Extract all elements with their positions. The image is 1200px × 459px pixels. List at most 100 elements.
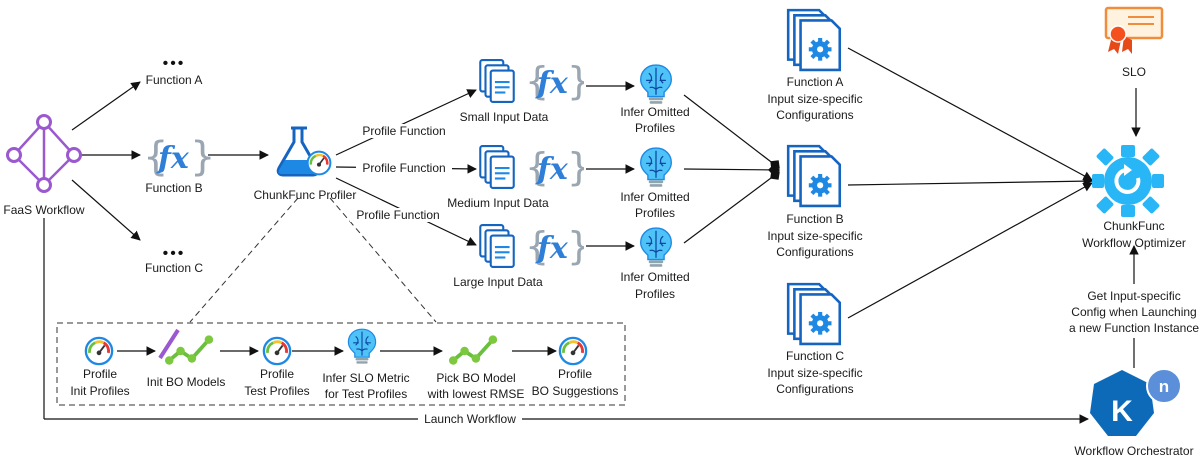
pipeline-step-1-line-2: Init Profiles: [70, 384, 129, 398]
slo-label: SLO: [1122, 65, 1146, 79]
profiler-detail-box: [56, 322, 626, 406]
edge-label-profile-small: Profile Function: [362, 124, 445, 138]
config-b-line-3: Configurations: [776, 245, 853, 259]
brain-icon: [640, 227, 672, 268]
infer-small-line-1: Infer Omitted: [620, 105, 689, 119]
workflow-graph-icon: [6, 114, 82, 193]
pen-chart-icon: [158, 328, 216, 367]
get-config-line-2: Config when Launching: [1071, 305, 1196, 319]
edge-workflow-function-c: [71, 179, 141, 241]
pipeline-step-4-line-1: Infer SLO Metric: [322, 371, 409, 385]
knative-k-letter: K: [1111, 395, 1133, 428]
edge-profiler-small: [335, 89, 477, 156]
input-large-label: Large Input Data: [453, 275, 543, 289]
function-b-node: { fx } Function B: [143, 134, 215, 195]
edge-labels: Profile Function Profile Function Profil…: [350, 124, 1200, 426]
brace-left-icon: {: [143, 134, 168, 180]
config-c-line-1: Function C: [786, 349, 844, 363]
config-a-line-3: Configurations: [776, 108, 853, 122]
slo-node: SLO: [1104, 6, 1164, 79]
config-c-line-3: Configurations: [776, 382, 853, 396]
input-medium-node: Medium Input Data Infer Omitted Profiles: [447, 145, 690, 220]
edge-config-a-optimizer: [847, 47, 1093, 181]
pipeline-step-5-line-2: with lowest RMSE: [427, 387, 525, 401]
brace-right-icon: }: [190, 134, 215, 180]
function-b-label: Function B: [145, 181, 202, 195]
edge-label-profile-medium: Profile Function: [362, 161, 445, 175]
edges: [43, 47, 1141, 424]
config-b-line-1: Function B: [786, 212, 843, 226]
infer-large-line-1: Infer Omitted: [620, 270, 689, 284]
fx-icon: [525, 145, 584, 189]
config-document-icon: [788, 10, 840, 70]
config-c-node: Function C Input size-specific Configura…: [767, 284, 863, 396]
config-b-node: Function B Input size-specific Configura…: [767, 146, 863, 259]
edge-config-c-optimizer: [847, 182, 1093, 319]
gauge-icon: [558, 336, 588, 366]
knative-n-letter: n: [1159, 377, 1169, 396]
dash-left: [189, 197, 299, 323]
infer-medium-line-1: Infer Omitted: [620, 190, 689, 204]
input-small-label: Small Input Data: [460, 110, 549, 124]
config-document-icon: [788, 146, 840, 206]
gauge-icon: [84, 336, 114, 366]
edge-label-launch-workflow: Launch Workflow: [424, 412, 516, 426]
dash-right: [329, 197, 437, 323]
optimizer-node: ChunkFunc Workflow Optimizer: [1082, 145, 1186, 250]
knative-icon: K n: [1090, 368, 1182, 436]
edge-infer-large-config: [683, 170, 780, 244]
infer-large-line-2: Profiles: [635, 287, 675, 301]
gear-icon: [1092, 145, 1164, 217]
gauge-icon: [262, 336, 292, 366]
faas-workflow-node: FaaS Workflow: [3, 114, 85, 217]
brain-icon: [640, 64, 672, 105]
profiler-pipeline: Profile Init Profiles Init BO Models Pro…: [70, 328, 619, 401]
config-a-line-1: Function A: [787, 75, 844, 89]
ellipsis-icon: •••: [163, 245, 186, 262]
edge-workflow-function-a: [71, 81, 141, 131]
certificate-icon: [1104, 6, 1164, 54]
function-c-node: ••• Function C: [145, 245, 203, 275]
function-a-node: ••• Function A: [146, 55, 203, 87]
pipeline-step-1-line-1: Profile: [83, 367, 117, 381]
fx-icon: [525, 59, 584, 103]
config-c-line-2: Input size-specific: [767, 366, 862, 380]
edge-label-profile-large: Profile Function: [356, 208, 439, 222]
optimizer-line-2: Workflow Optimizer: [1082, 236, 1186, 250]
pipeline-step-2-line-1: Init BO Models: [147, 375, 226, 389]
config-document-icon: [788, 284, 840, 344]
pipeline-step-6-line-2: BO Suggestions: [532, 384, 619, 398]
pipeline-step-5-line-1: Pick BO Model: [436, 371, 515, 385]
edge-infer-small-config: [683, 94, 780, 170]
input-small-node: Small Input Data Infer Omitted Profiles: [460, 59, 690, 135]
brain-icon: [347, 328, 377, 365]
line-chart-icon: [446, 334, 500, 367]
pipeline-step-4-line-2: for Test Profiles: [325, 387, 407, 401]
get-config-line-3: a new Function Instance: [1069, 321, 1199, 335]
get-config-line-1: Get Input-specific: [1087, 289, 1180, 303]
chunkfunc-profiler-node: ChunkFunc Profiler: [254, 126, 357, 202]
edge-infer-medium-config: [683, 163, 780, 176]
edge-config-b-optimizer: [847, 176, 1093, 186]
optimizer-line-1: ChunkFunc: [1103, 219, 1164, 233]
pipeline-step-3-line-2: Test Profiles: [244, 384, 309, 398]
pipeline-step-6-line-1: Profile: [558, 367, 592, 381]
faas-workflow-label: FaaS Workflow: [3, 203, 84, 217]
function-a-label: Function A: [146, 73, 203, 87]
profiler-label: ChunkFunc Profiler: [254, 188, 357, 202]
documents-icon: [479, 59, 515, 103]
infer-small-line-2: Profiles: [635, 121, 675, 135]
infer-medium-line-2: Profiles: [635, 206, 675, 220]
documents-icon: [479, 145, 515, 189]
gauge-icon: [306, 150, 332, 176]
brain-icon: [640, 147, 672, 188]
orchestrator-label: Workflow Orchestrator: [1074, 444, 1193, 458]
pipeline-step-3-line-1: Profile: [260, 367, 294, 381]
config-a-line-2: Input size-specific: [767, 92, 862, 106]
input-large-node: Large Input Data Infer Omitted Profiles: [453, 224, 690, 301]
config-a-node: Function A Input size-specific Configura…: [767, 10, 863, 122]
config-b-line-2: Input size-specific: [767, 229, 862, 243]
orchestrator-node: K n Workflow Orchestrator: [1074, 368, 1194, 458]
fx-icon: fx: [156, 141, 190, 176]
